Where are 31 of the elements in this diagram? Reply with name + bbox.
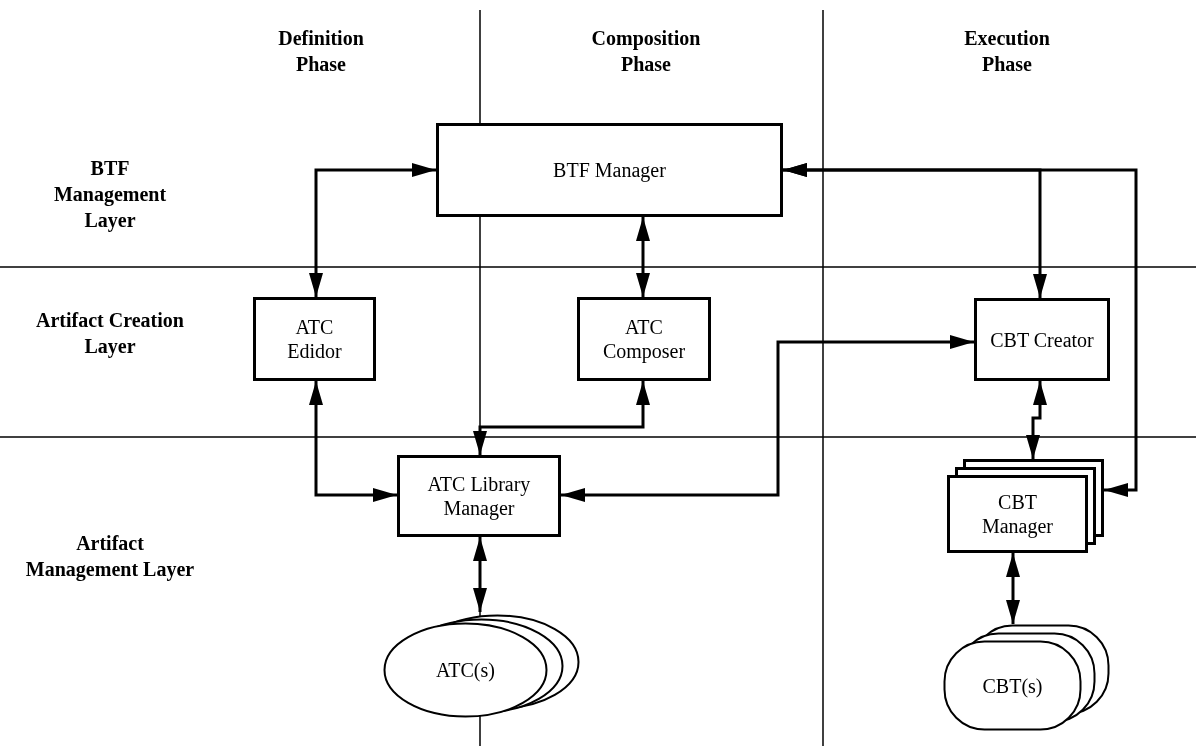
box-label: CBT Manager — [980, 490, 1055, 538]
process-box — [253, 297, 376, 381]
stacked-box — [947, 459, 1104, 553]
stacked-rounded-box — [943, 624, 1110, 731]
connector-arrow — [309, 163, 436, 297]
connector-arrow — [473, 537, 487, 612]
connector-arrow — [636, 217, 650, 297]
phase-heading: Execution Phase — [963, 26, 1051, 77]
box-label: CBT Creator — [990, 327, 1094, 352]
box-label: ATC Edidor — [286, 315, 343, 363]
box-label: CBT(s) — [982, 673, 1043, 698]
box-label: BTF Manager — [553, 158, 666, 182]
connector-arrow — [1026, 381, 1047, 459]
connector-arrow — [783, 163, 1047, 298]
stacked-ellipse — [383, 612, 582, 718]
phase-heading: Definition Phase — [277, 26, 365, 77]
box-label: ATC Composer — [601, 315, 687, 363]
process-box — [974, 298, 1110, 381]
box-label: ATC(s) — [436, 658, 495, 682]
connector-arrow — [473, 381, 650, 455]
connector-arrow — [1006, 553, 1020, 624]
process-box — [397, 455, 561, 537]
layer-heading: Artifact Creation Layer — [35, 308, 185, 359]
connector-arrow — [309, 381, 397, 502]
connector-arrow — [561, 335, 974, 502]
layer-heading: BTF Management Layer — [52, 156, 168, 233]
box-label: ATC Library Manager — [426, 472, 532, 520]
layer-heading: Artifact Management Layer — [24, 531, 196, 582]
process-box — [577, 297, 711, 381]
phase-heading: Composition Phase — [590, 26, 702, 77]
process-box — [436, 123, 783, 217]
